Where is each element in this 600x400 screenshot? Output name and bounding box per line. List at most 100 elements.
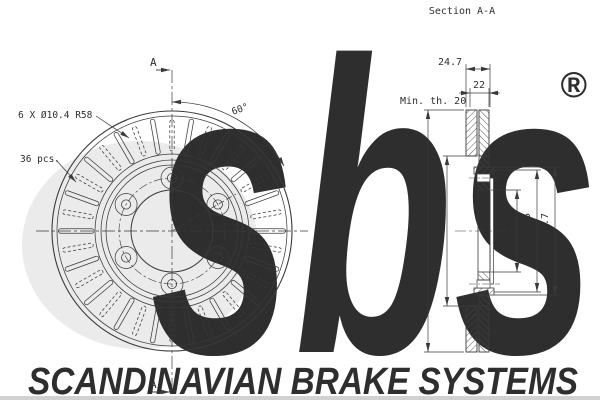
dimension-arrow	[120, 131, 129, 138]
dimension-arrow	[534, 283, 540, 292]
hub-outer-circle	[100, 159, 244, 303]
dimension-arrow	[461, 90, 470, 96]
bolt-hole-scallop	[160, 272, 184, 296]
dimension-arrow	[552, 286, 558, 295]
vent-slot	[113, 297, 135, 330]
vent-slot	[250, 242, 282, 253]
vent-slot	[183, 307, 194, 344]
vent-slot	[75, 269, 104, 288]
inboard-plate-bottom	[465, 305, 478, 353]
vent-slot	[132, 305, 147, 336]
front-view	[36, 69, 308, 393]
dimension-arrow	[444, 156, 450, 165]
vent-slot	[240, 174, 269, 193]
bolt-circle-centerline	[118, 177, 226, 285]
dim-hub-diameter: Ø143.7	[539, 213, 551, 249]
vent-ring-outer-circle	[56, 115, 288, 347]
dimension-arrowheads	[68, 66, 558, 395]
vent-slot	[132, 126, 147, 157]
vent-slot	[169, 310, 175, 343]
dim-hat-depth: 22	[473, 80, 485, 91]
vent-slot	[113, 132, 135, 165]
dimension-arrow	[161, 67, 170, 73]
vent-ring-inner-circle	[94, 153, 250, 309]
disc-outer-edge	[51, 110, 293, 352]
bolt-hole	[166, 278, 177, 289]
vent-slot	[222, 291, 245, 317]
dimension-arrow	[172, 99, 181, 105]
dimension-arrow	[466, 66, 475, 72]
dim-total-thickness: 24.7	[438, 57, 462, 68]
vent-slot	[230, 156, 260, 183]
center-bore-circle	[130, 189, 214, 273]
dim-center-bore: Ø93.4	[501, 216, 513, 246]
dimension-arrow	[161, 389, 170, 395]
hat-wall-bottom	[473, 287, 495, 296]
vent-slot	[64, 255, 100, 272]
vent-slot	[62, 242, 94, 253]
watermark-footer: SCANDINAVIAN BRAKE SYSTEMS	[28, 361, 578, 400]
bolt-hole	[212, 252, 223, 263]
vent-slot	[84, 279, 114, 306]
vent-slot	[64, 190, 100, 207]
vent-slot	[230, 279, 260, 306]
vent-slot	[197, 305, 212, 336]
hub-face-circle	[105, 164, 239, 298]
dim-outer-diameter: Ø271.6	[412, 213, 424, 249]
dimension-arrow	[444, 297, 450, 306]
dimension-arrow	[514, 263, 520, 272]
vent-slot	[209, 132, 231, 165]
vent-slot	[249, 228, 286, 234]
dim-friction-inner-diameter: Ø170	[431, 219, 443, 243]
bolt-hole-reference-line	[171, 193, 237, 232]
inboard-plate-top	[465, 109, 478, 157]
bolt-hole-scallop	[206, 246, 230, 269]
bolt-hole-scallop	[114, 246, 138, 269]
hat-wall-top	[473, 166, 495, 175]
section-marker-label-top: A	[150, 56, 157, 69]
bolt-hole-scallop	[206, 193, 230, 216]
vent-slot	[209, 297, 231, 330]
vent-slot	[197, 126, 212, 157]
hat-face-top	[477, 181, 491, 191]
bolt-hole	[121, 252, 132, 263]
outboard-plate-bottom	[478, 305, 490, 353]
bolt-hole-scallop	[160, 166, 184, 190]
section-marker-label-bottom: A	[150, 378, 157, 391]
vent-slot	[244, 255, 280, 272]
vent-slot	[244, 190, 280, 207]
outboard-plate-top	[478, 109, 490, 157]
dimension-arrow	[552, 167, 558, 176]
watermark-footer-band	[0, 396, 600, 400]
bolt-hole-scallop	[114, 193, 138, 216]
dimension-arrow	[425, 110, 431, 119]
dim-bolt-circle: Ø137.5	[521, 213, 533, 249]
vent-slot	[99, 291, 122, 317]
vent-slot	[240, 269, 269, 288]
vent-slot	[58, 228, 95, 234]
angle-dimension-arc	[171, 101, 285, 167]
bolt-hole	[212, 199, 223, 210]
vent-slot	[99, 145, 122, 171]
dimension-arrow	[534, 170, 540, 179]
dimension-arrow	[68, 173, 76, 182]
dimension-arrow	[481, 66, 490, 72]
note-min-thickness: Min. th. 20	[400, 96, 466, 107]
vent-slot	[222, 145, 245, 171]
count-label: 36 pcs.	[20, 154, 60, 165]
bolt-holes	[114, 166, 230, 296]
bolt-hole	[166, 172, 177, 183]
registered-trademark-icon: ®	[560, 64, 587, 105]
section-title: Section A-A	[429, 6, 495, 17]
vent-slot	[84, 156, 114, 183]
vent-slots	[58, 118, 286, 344]
hat-neck-bottom	[478, 294, 490, 307]
holes-label: 6 X Ø10.4 R58	[18, 110, 93, 121]
hat-face-bottom	[477, 271, 491, 281]
dimension-arrow	[489, 90, 498, 96]
vent-slot	[150, 118, 161, 155]
dimension-arrow	[425, 343, 431, 352]
